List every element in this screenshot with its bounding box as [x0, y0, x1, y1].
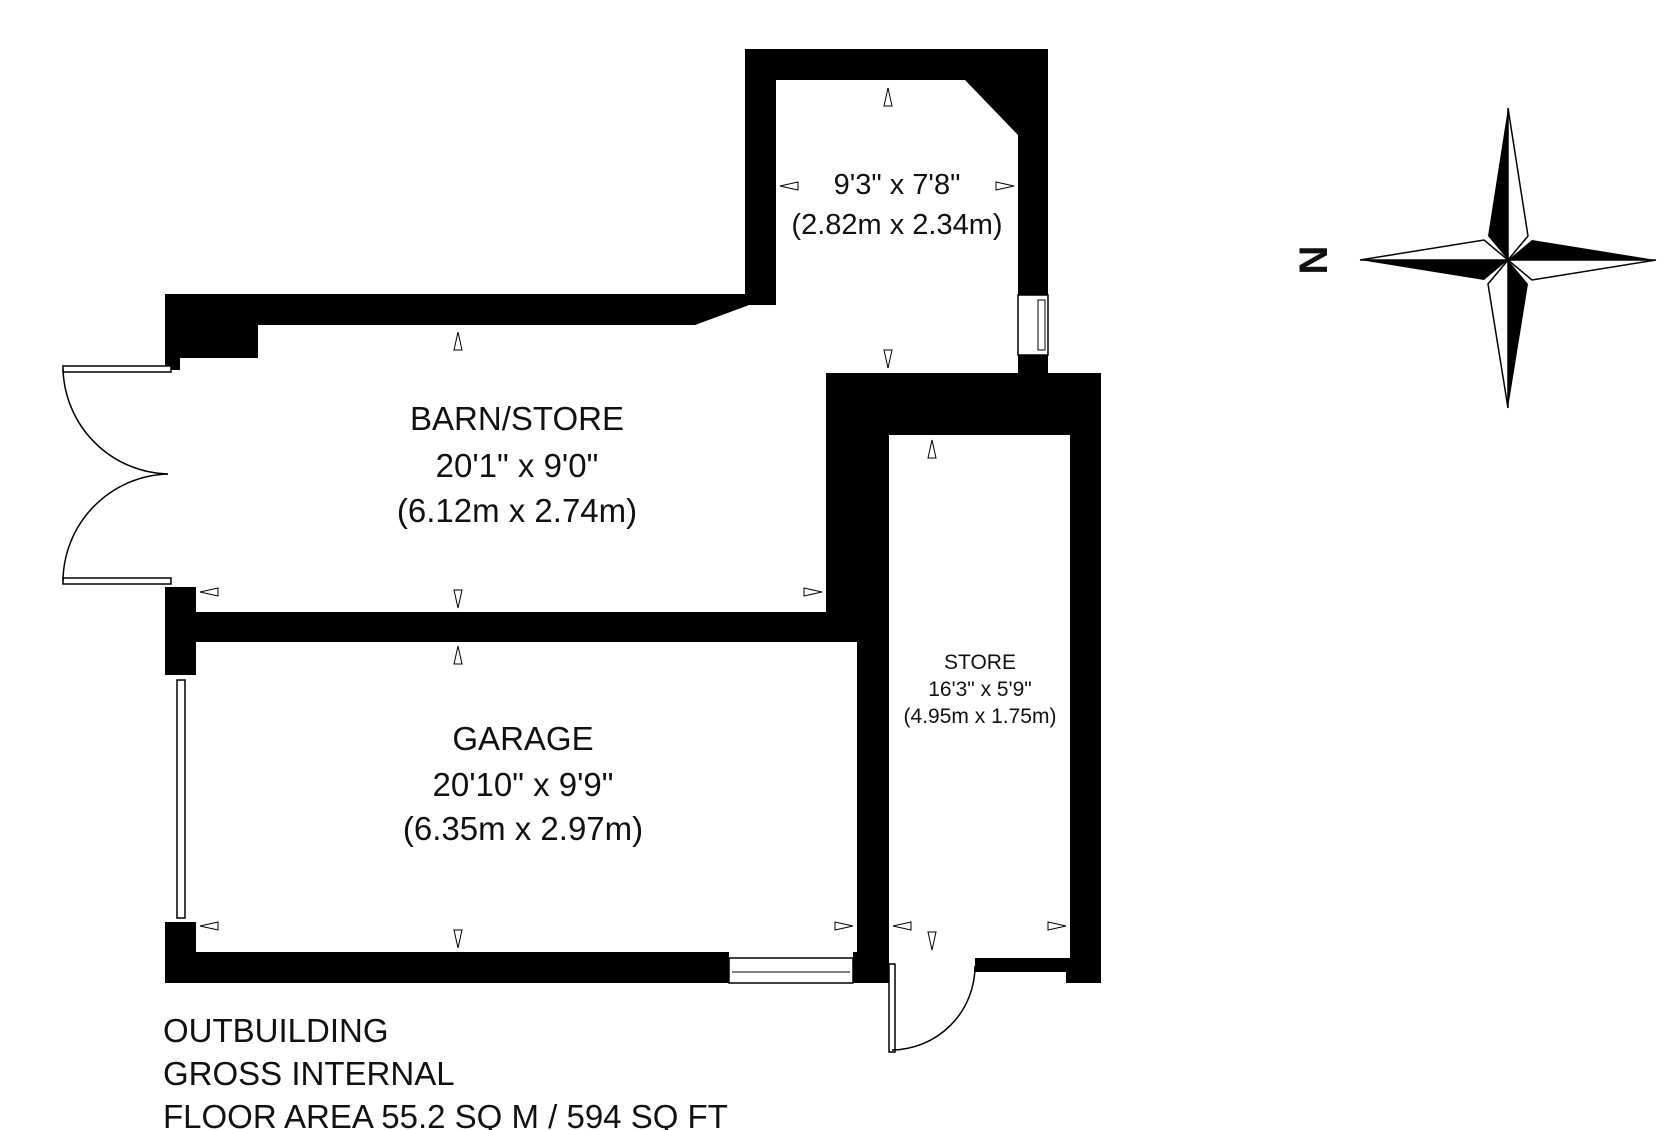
upper-room-label: 9'3" x 7'8" (2.82m x 2.34m): [791, 169, 1002, 241]
compass-north-point: [1359, 239, 1511, 261]
barn-garage-dividing-wall: [165, 612, 857, 642]
garage-bottom-window: [728, 957, 854, 984]
upper-room-window: [1017, 294, 1049, 356]
barn-right-wall: [826, 373, 1101, 612]
upper-room-size-imperial: 9'3" x 7'8": [834, 169, 961, 201]
garage-room-name: GARAGE: [452, 720, 593, 757]
caption-line-3: FLOOR AREA 55.2 SQ M / 594 SQ FT: [163, 1098, 728, 1130]
store-size-imperial: 16'3" x 5'9": [928, 678, 1032, 701]
arrow: [453, 589, 463, 609]
arrow: [803, 587, 823, 597]
walls: [165, 49, 1101, 983]
store-right-wall: [1070, 373, 1101, 983]
store-label: STORE 16'3" x 5'9" (4.95m x 1.75m): [904, 651, 1057, 728]
barn-door-bottom-leaf: [62, 577, 172, 585]
garage-size-metric: (6.35m x 2.97m): [403, 810, 643, 847]
arrow: [453, 929, 463, 949]
compass-south-point: [1508, 240, 1656, 260]
garage-bottom-wall: [165, 952, 729, 983]
windows: [176, 294, 1049, 984]
doors: [62, 365, 976, 1053]
arrow: [883, 87, 893, 107]
arrow: [199, 921, 219, 931]
barn-size-imperial: 20'1" x 9'0": [436, 447, 599, 484]
compass-east-point-shade: [1507, 107, 1529, 263]
arrow: [1047, 921, 1067, 931]
barn-door-bottom-swing: [62, 473, 169, 582]
arrow: [834, 921, 854, 931]
floor-area-caption: OUTBUILDING GROSS INTERNAL FLOOR AREA 55…: [163, 1012, 728, 1130]
compass-north-label: N: [1292, 246, 1336, 275]
compass-rose-icon: N: [1292, 107, 1657, 409]
arrow: [995, 181, 1015, 191]
arrow: [892, 921, 912, 931]
arrow: [453, 331, 463, 351]
store-door-leaf: [888, 963, 896, 1053]
upper-right-wall-lower: [1018, 355, 1048, 375]
arrow: [199, 587, 219, 597]
compass-west-point-shade: [1508, 260, 1528, 408]
upper-room-size-metric: (2.82m x 2.34m): [791, 209, 1002, 241]
upper-room-top-wall: [745, 49, 1048, 80]
store-room-name: STORE: [944, 651, 1016, 674]
caption-line-2: GROSS INTERNAL: [163, 1055, 455, 1092]
garage-bottom-wall-right: [853, 952, 889, 983]
arrow: [883, 349, 893, 369]
barn-door-top-leaf: [62, 365, 172, 373]
upper-room-corner-chamfer: [965, 80, 1018, 135]
barn-label: BARN/STORE 20'1" x 9'0" (6.12m x 2.74m): [397, 400, 637, 529]
store-left-wall: [857, 612, 889, 983]
garage-label: GARAGE 20'10" x 9'9" (6.35m x 2.97m): [403, 720, 643, 847]
upper-room-right-wall: [1018, 49, 1048, 295]
upper-room-left-wall: [745, 49, 776, 305]
arrow: [779, 181, 799, 191]
compass-north-point-shade: [1360, 260, 1508, 280]
garage-door-opening: [176, 679, 186, 919]
store-door-swing: [891, 965, 976, 1051]
measurement-arrows: [199, 87, 1067, 951]
compass-south-point-shade: [1505, 259, 1657, 281]
caption-line-1: OUTBUILDING: [163, 1012, 389, 1049]
barn-top-wall: [165, 294, 776, 370]
compass-west-point: [1487, 257, 1509, 409]
upper-room-window-pane: [1037, 299, 1046, 351]
store-bottom-stub: [1066, 958, 1101, 983]
arrow: [927, 931, 937, 951]
barn-room-name: BARN/STORE: [410, 400, 624, 437]
arrow: [927, 439, 937, 459]
store-size-metric: (4.95m x 1.75m): [904, 705, 1057, 728]
barn-door-top-swing: [62, 368, 169, 475]
arrow: [453, 645, 463, 665]
store-bottom-wall-right: [975, 958, 1070, 972]
barn-size-metric: (6.12m x 2.74m): [397, 492, 637, 529]
garage-size-imperial: 20'10" x 9'9": [433, 766, 614, 803]
compass-east-point: [1488, 108, 1508, 260]
